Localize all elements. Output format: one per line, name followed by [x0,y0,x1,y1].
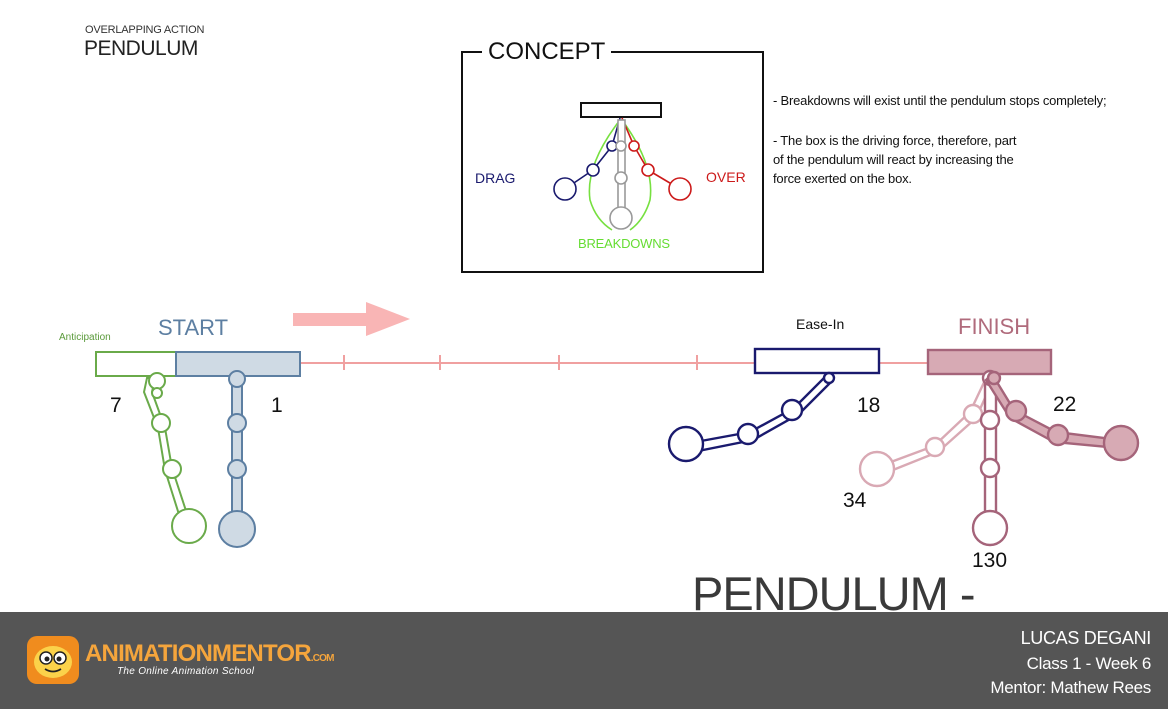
frame-number-34: 34 [843,489,867,512]
author-name: LUCAS DEGANI [1020,628,1152,648]
start-pendulum [175,351,301,548]
brand-suffix: MENTOR [212,640,312,667]
frame-number-1: 1 [271,394,283,417]
anticipation-label: Anticipation [59,332,111,343]
neutral-pendulum [609,119,633,230]
over-pendulum [621,117,692,201]
breakdowns-arc-left [588,119,621,231]
arrow-right-icon [293,302,410,336]
finish-label: FINISH [958,314,1031,339]
finish-pendulum-22 [984,370,1140,462]
mentor-info: Mentor: Mathew Rees [990,678,1151,697]
brand-tagline: The Online Animation School [117,666,255,677]
drag-label: DRAG [475,170,516,186]
frame-number-130: 130 [972,549,1008,572]
anticipation-pendulum [95,351,221,544]
header-subtitle: OVERLAPPING ACTION [85,24,205,36]
finish-pendulum-34 [858,372,996,488]
start-label: START [158,315,229,340]
brand-domain: .COM [310,653,335,664]
frame-number-22: 22 [1053,393,1077,416]
note-breakdowns: - Breakdowns will exist until the pendul… [773,93,1107,108]
note-driving-force-3: force exerted on the box. [773,171,912,186]
ease-in-pendulum [667,347,881,463]
over-label: OVER [706,169,746,185]
breakdowns-label: BREAKDOWNS [578,236,670,251]
frame-number-18: 18 [857,394,881,417]
drag-pendulum [553,117,621,201]
concept-title: CONCEPT [482,38,612,66]
concept-box [580,102,662,118]
class-info: Class 1 - Week 6 [1026,654,1152,673]
note-driving-force-2: of the pendulum will react by increasing… [773,152,1014,167]
footer-bar [0,612,1168,709]
header-title: PENDULUM [84,37,198,60]
brand-prefix: ANIMATION [85,640,213,667]
mascot-logo-icon [27,636,79,684]
frame-number-7: 7 [110,394,122,417]
ease-in-label: Ease-In [796,316,845,332]
note-driving-force-1: - The box is the driving force, therefor… [773,133,1017,148]
brand-name[interactable]: ANIMATIONMENTOR.COM [85,640,335,668]
concept-frame [461,51,764,273]
